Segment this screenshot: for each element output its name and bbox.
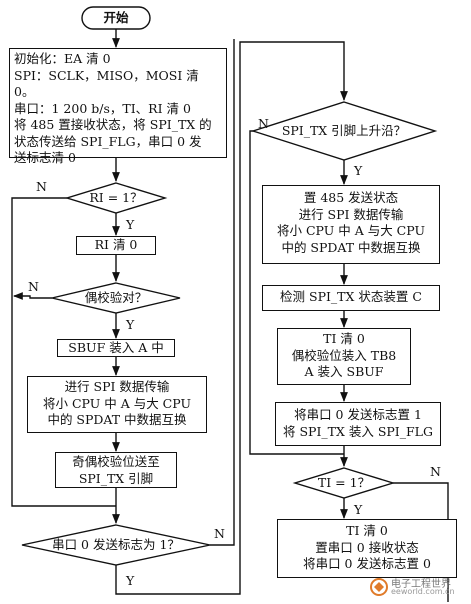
parity-yes-label: Y [126, 317, 135, 332]
send-flag-no-label: N [214, 526, 225, 541]
ti-block-line: A 装入 SBUF [304, 364, 384, 379]
ri-yes-label: Y [126, 217, 135, 232]
rising-edge-yes-label: Y [354, 163, 363, 178]
sbuf-to-a-block: SBUF 装入 A 中 [57, 339, 175, 357]
ti-block-line: 偶校验位装入 TB8 [291, 347, 397, 363]
watermark-text: 电子工程世界 [391, 579, 451, 590]
rising-edge-check-label: SPI_TX 引脚上升沿？ [281, 123, 407, 138]
ri-check-label: RI = 1？ [89, 190, 143, 205]
parity-check-label: 偶校验对？ [84, 290, 148, 305]
spi-exchange-line: 进行 SPI 数据传输 [64, 379, 170, 394]
set-flag-line: 将串口 0 发送标志置 1 [294, 407, 422, 422]
rising-edge-no-label: N [258, 116, 269, 131]
spi-exchange-line: 将小 CPU 中 A 与大 CPU [43, 395, 191, 411]
init-line: 将 485 置接收状态，将 SPI_TX 的 [14, 117, 212, 132]
final-line: 置串口 0 接收状态 [315, 539, 419, 555]
send-flag-yes-label: Y [126, 573, 135, 588]
init-line: 串口：1 200 b/s，TI、RI 清 0 [14, 100, 191, 116]
ri-clear-block: RI 清 0 [76, 236, 156, 255]
init-line: 状态传送给 SPI_FLG，串口 0 发 [14, 133, 202, 149]
detect-state-block: 检测 SPI_TX 状态装置 C [262, 285, 440, 311]
ti-no-label: N [430, 464, 441, 479]
send-state-line: 中的 SPDAT 中数据互换 [281, 239, 421, 255]
send-state-line: 进行 SPI 数据传输 [298, 206, 404, 222]
init-line: 初始化：EA 清 0 [14, 51, 111, 66]
final-line: TI 清 0 [346, 523, 388, 538]
send-flag-check-label: 串口 0 发送标志为 1？ [52, 537, 180, 552]
spi-exchange-block: 进行 SPI 数据传输 将小 CPU 中 A 与大 CPU 中的 SPDAT 中… [27, 376, 207, 433]
init-line: SPI：SCLK，MISO，MOSI 清 0。 [14, 67, 199, 100]
set-flag-block: 将串口 0 发送标志置 1 将 SPI_TX 装入 SPI_FLG [275, 402, 441, 446]
parity-to-tx-line: 奇偶校验位送至 [72, 454, 160, 469]
spi-exchange-line: 中的 SPDAT 中数据互换 [47, 412, 187, 427]
watermark: 电子工程世界 eeworld.com.cn [369, 574, 465, 600]
init-line: 送标志清 0 [14, 150, 76, 165]
ti-block: TI 清 0 偶校验位装入 TB8 A 装入 SBUF [277, 328, 411, 385]
send-state-line: 置 485 发送状态 [303, 190, 399, 205]
parity-to-tx-line: SPI_TX 引脚 [78, 470, 154, 486]
parity-to-tx-block: 奇偶校验位送至 SPI_TX 引脚 [55, 452, 177, 488]
send-state-line: 将小 CPU 中 A 与大 CPU [277, 223, 425, 238]
ti-yes-label: Y [354, 502, 363, 517]
watermark-sub: eeworld.com.cn [391, 587, 455, 596]
ti-block-line: TI 清 0 [323, 331, 365, 346]
ri-no-label: N [36, 179, 47, 194]
start-label: 开始 [103, 10, 129, 25]
final-line: 将串口 0 发送标志置 0 [303, 556, 431, 571]
send-state-block: 置 485 发送状态 进行 SPI 数据传输 将小 CPU 中 A 与大 CPU… [262, 185, 440, 264]
ti-check-label: TI = 1？ [317, 475, 371, 490]
final-block: TI 清 0 置串口 0 接收状态 将串口 0 发送标志置 0 [277, 519, 457, 578]
parity-no-label: N [28, 279, 39, 294]
watermark-logo-icon [370, 578, 388, 596]
init-block: 初始化：EA 清 0 SPI：SCLK，MISO，MOSI 清 0。 串口：1 … [9, 48, 227, 165]
set-flag-line: 将 SPI_TX 装入 SPI_FLG [283, 423, 433, 439]
